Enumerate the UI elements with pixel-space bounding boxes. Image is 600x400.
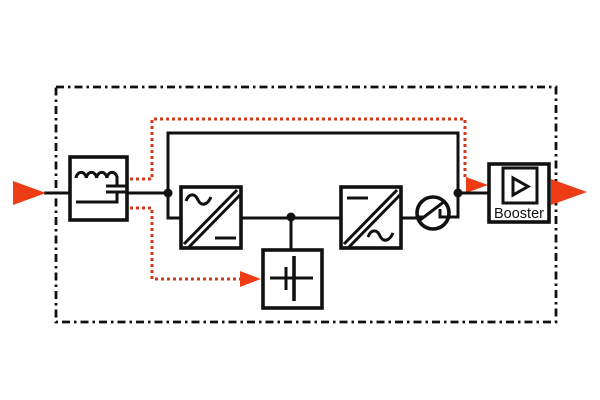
converter-diagonal-2 [187, 193, 242, 249]
control-arrowhead-booster-icon [466, 177, 488, 193]
battery-block [261, 248, 324, 310]
line-filter-block [68, 155, 129, 222]
booster-label: Booster [494, 206, 544, 222]
converter-diagonal-1 [342, 188, 399, 246]
line-filter-box [68, 155, 129, 222]
power-output-arrow-icon [551, 179, 587, 205]
control-line-to-booster [130, 117, 467, 181]
filter-return-wire [76, 192, 119, 204]
static-switch-block [415, 195, 451, 231]
junction-dot-output [453, 188, 463, 198]
switch-blade-icon [419, 199, 446, 222]
switch-contact-right [438, 209, 449, 219]
ac-sine-icon [184, 193, 213, 206]
rectifier-block [179, 185, 243, 250]
bypass-line [166, 131, 460, 193]
control-arrowhead-battery-icon [240, 271, 261, 287]
inductor-icon [74, 170, 119, 179]
inverter-block [339, 185, 403, 250]
ac-sine-icon [366, 229, 395, 242]
junction-dot-battery [286, 212, 296, 222]
converter-diagonal-2 [347, 193, 402, 249]
power-input-arrow-icon [13, 181, 46, 205]
junction-dot-filter [163, 188, 173, 198]
wire-switch-out [449, 193, 460, 219]
booster-inner-box [501, 166, 539, 205]
play-icon [511, 175, 532, 198]
booster-block: Booster [487, 162, 551, 224]
converter-diagonal-1 [182, 188, 239, 246]
enclosure-border [54, 85, 558, 324]
wire-to-rectifier [166, 193, 181, 220]
